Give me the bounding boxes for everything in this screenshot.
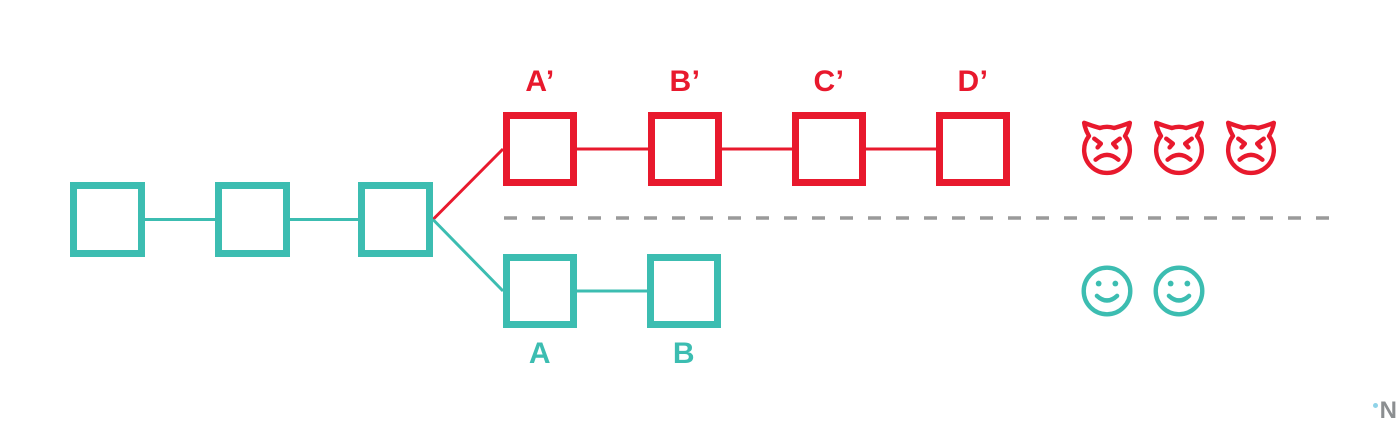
- watermark-letter: N: [1379, 397, 1397, 424]
- bottom-branch-block-a: [503, 254, 577, 328]
- top-branch-block-d-prime: [936, 112, 1010, 186]
- main-chain-block: [70, 182, 145, 257]
- smiley-face-icon: [1078, 261, 1136, 321]
- fork-line-top: [431, 147, 505, 221]
- watermark-dot-icon: [1372, 403, 1378, 408]
- top-branch-block-label: B’: [669, 65, 701, 98]
- smiley-face-icon: [1150, 261, 1208, 321]
- bottom-branch-block-b: [647, 254, 721, 328]
- bottom-branch-block-label: B: [672, 337, 696, 370]
- main-chain-block: [215, 182, 290, 257]
- devil-face-icon: [1150, 117, 1208, 177]
- top-branch-block-label: A’: [525, 65, 555, 98]
- top-branch-block-b-prime: [648, 112, 722, 186]
- main-chain-block: [358, 182, 433, 257]
- top-branch-block-c-prime: [792, 112, 866, 186]
- top-branch-block-label: D’: [957, 65, 989, 98]
- devil-face-icon: [1222, 117, 1280, 177]
- top-branch-block-label: C’: [813, 65, 845, 98]
- bottom-branch-block-label: A: [528, 337, 552, 370]
- top-branch-block-a-prime: [503, 112, 577, 186]
- fork-line-bottom: [431, 218, 505, 293]
- devil-face-icon: [1078, 117, 1136, 177]
- watermark-logo: N: [1372, 397, 1397, 424]
